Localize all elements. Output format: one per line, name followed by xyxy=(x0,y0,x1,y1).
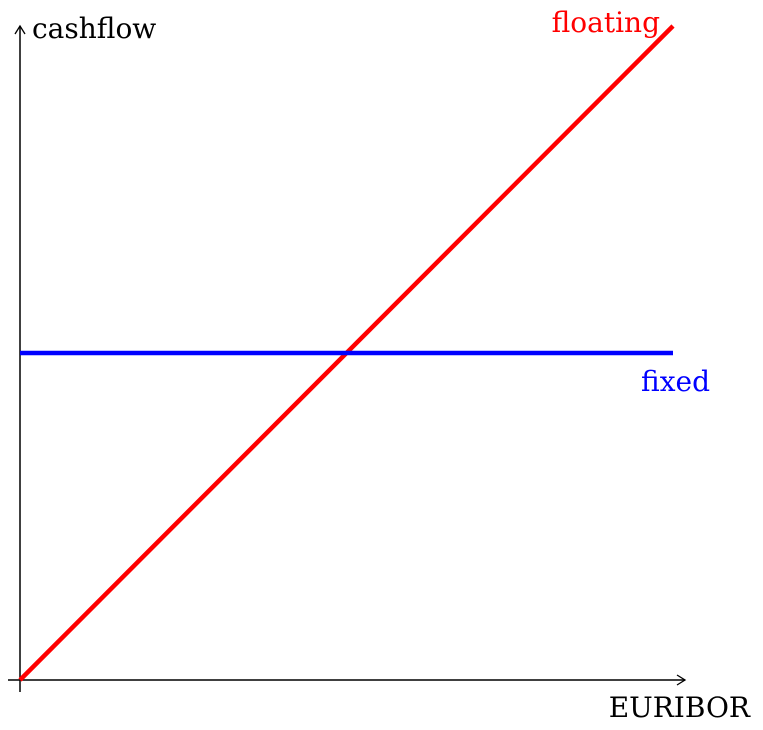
series-label-fixed: fixed xyxy=(641,365,710,398)
x-axis-label: EURIBOR xyxy=(609,691,751,724)
series-layer xyxy=(18,24,675,682)
y-axis-arrowhead xyxy=(14,24,26,35)
x-axis-arrowhead xyxy=(676,674,687,686)
series-label-floating: floating xyxy=(552,6,660,39)
y-axis-label: cashflow xyxy=(32,12,156,45)
